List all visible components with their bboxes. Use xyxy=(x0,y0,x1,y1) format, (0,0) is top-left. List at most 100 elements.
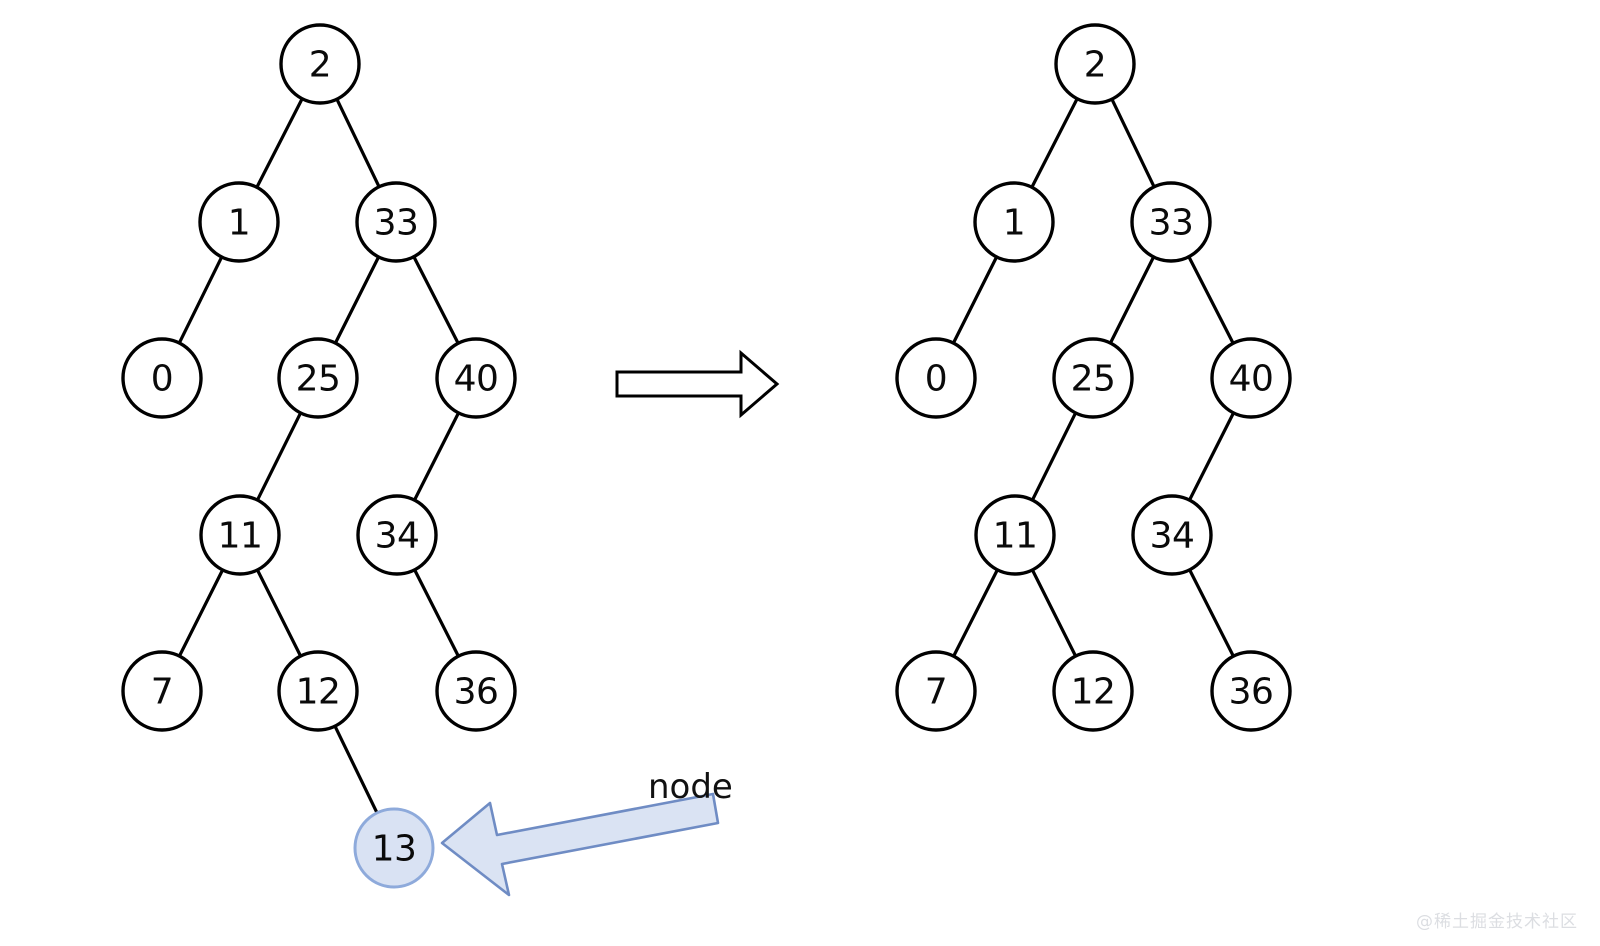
tree-node-circle[interactable] xyxy=(355,181,437,263)
tree-node-circle[interactable] xyxy=(277,650,359,732)
tree-edge xyxy=(1186,409,1237,504)
tree-edge xyxy=(332,253,382,347)
tree-node-circle[interactable] xyxy=(1052,650,1134,732)
tree-edge xyxy=(332,722,380,817)
left-block-arrow-icon xyxy=(440,792,720,897)
tree-node[interactable]: 7 xyxy=(895,650,977,732)
tree-node-circle[interactable] xyxy=(1052,337,1134,419)
callout-group: node xyxy=(440,767,733,897)
tree-edge xyxy=(1186,253,1236,347)
tree-node-label: 2 xyxy=(1084,45,1106,86)
tree-node[interactable]: 0 xyxy=(895,337,977,419)
callout-label: node xyxy=(648,767,733,807)
tree-edge xyxy=(1029,566,1079,660)
tree-node[interactable]: 12 xyxy=(277,650,359,732)
tree-edge xyxy=(176,566,226,660)
tree-node-label: 36 xyxy=(1229,672,1274,713)
tree-node[interactable]: 7 xyxy=(121,650,203,732)
tree-node[interactable]: 36 xyxy=(1210,650,1292,732)
before-tree-nodes: 2 1 33 0 25 40 11 34 7 12 36 13 xyxy=(121,23,517,889)
tree-node-label: 34 xyxy=(375,516,420,557)
before-tree-group: 2 1 33 0 25 40 11 34 7 12 36 13 xyxy=(121,23,517,889)
tree-edge xyxy=(950,253,1000,347)
tree-node-label: 0 xyxy=(151,359,173,400)
tree-node[interactable]: 11 xyxy=(199,494,281,576)
tree-node-label: 2 xyxy=(309,45,331,86)
tree-node-label: 25 xyxy=(1071,359,1116,400)
right-block-arrow-icon xyxy=(615,349,780,419)
tree-node-label: 36 xyxy=(454,672,499,713)
tree-node-label: 33 xyxy=(1149,203,1194,244)
tree-edge xyxy=(254,95,305,191)
tree-node-label: 11 xyxy=(993,516,1038,557)
tree-node-circle-highlighted[interactable] xyxy=(353,807,435,889)
tree-node-label: 13 xyxy=(372,829,417,870)
tree-node[interactable]: 36 xyxy=(435,650,517,732)
watermark: @稀土掘金技术社区 xyxy=(1416,912,1578,932)
tree-node[interactable]: 40 xyxy=(435,337,517,419)
tree-node[interactable]: 1 xyxy=(198,181,280,263)
tree-node-circle[interactable] xyxy=(277,337,359,419)
tree-node[interactable]: 13 xyxy=(353,807,435,889)
tree-node-label: 1 xyxy=(228,203,250,244)
tree-edge xyxy=(412,409,461,504)
tree-node[interactable]: 40 xyxy=(1210,337,1292,419)
tree-edge xyxy=(1029,409,1079,504)
tree-node-label: 40 xyxy=(454,359,499,400)
tree-edge xyxy=(176,253,225,347)
tree-node-circle[interactable] xyxy=(1210,650,1292,732)
tree-node[interactable]: 34 xyxy=(356,494,438,576)
after-tree-edges xyxy=(950,95,1237,660)
tree-node[interactable]: 34 xyxy=(1131,494,1213,576)
tree-node-circle[interactable] xyxy=(356,494,438,576)
tree-edge xyxy=(1029,95,1080,191)
tree-edge xyxy=(951,566,1000,660)
tree-node-label: 12 xyxy=(296,672,341,713)
tree-node-circle[interactable] xyxy=(198,181,280,263)
tree-node[interactable]: 12 xyxy=(1052,650,1134,732)
tree-edge xyxy=(1187,566,1236,660)
tree-node[interactable]: 1 xyxy=(973,181,1055,263)
tree-node[interactable]: 11 xyxy=(974,494,1056,576)
before-tree-edges xyxy=(176,95,461,817)
tree-node-circle[interactable] xyxy=(279,23,361,105)
tree-node-circle[interactable] xyxy=(973,181,1055,263)
tree-edge xyxy=(334,95,382,191)
tree-node-circle[interactable] xyxy=(1131,494,1213,576)
tree-edge xyxy=(411,253,461,347)
tree-edge xyxy=(1107,253,1157,347)
tree-edge xyxy=(254,409,304,504)
tree-node-circle[interactable] xyxy=(435,650,517,732)
after-tree-nodes: 2 1 33 0 25 40 11 34 7 12 36 xyxy=(895,23,1292,732)
tree-node-circle[interactable] xyxy=(1054,23,1136,105)
tree-node-label: 1 xyxy=(1003,203,1025,244)
tree-node-circle[interactable] xyxy=(199,494,281,576)
tree-node-circle[interactable] xyxy=(974,494,1056,576)
tree-node-label: 25 xyxy=(296,359,341,400)
tree-node-circle[interactable] xyxy=(1130,181,1212,263)
tree-node-circle[interactable] xyxy=(895,337,977,419)
tree-node-circle[interactable] xyxy=(1210,337,1292,419)
tree-node-circle[interactable] xyxy=(121,337,203,419)
tree-node-label: 33 xyxy=(374,203,419,244)
tree-node[interactable]: 25 xyxy=(277,337,359,419)
tree-node[interactable]: 0 xyxy=(121,337,203,419)
tree-node[interactable]: 25 xyxy=(1052,337,1134,419)
tree-node[interactable]: 33 xyxy=(355,181,437,263)
tree-node-circle[interactable] xyxy=(121,650,203,732)
tree-node-circle[interactable] xyxy=(895,650,977,732)
tree-node[interactable]: 33 xyxy=(1130,181,1212,263)
tree-edge xyxy=(254,566,304,660)
tree-node[interactable]: 2 xyxy=(1054,23,1136,105)
tree-node-label: 0 xyxy=(925,359,947,400)
tree-node-label: 40 xyxy=(1229,359,1274,400)
tree-edge xyxy=(412,566,461,660)
tree-node-label: 7 xyxy=(151,672,173,713)
after-tree-group: 2 1 33 0 25 40 11 34 7 12 36 xyxy=(895,23,1292,732)
tree-edge xyxy=(1109,95,1157,191)
tree-node[interactable]: 2 xyxy=(279,23,361,105)
tree-node-circle[interactable] xyxy=(435,337,517,419)
tree-node-label: 11 xyxy=(218,516,263,557)
transition-arrow-group xyxy=(615,349,780,419)
tree-node-label: 12 xyxy=(1071,672,1116,713)
